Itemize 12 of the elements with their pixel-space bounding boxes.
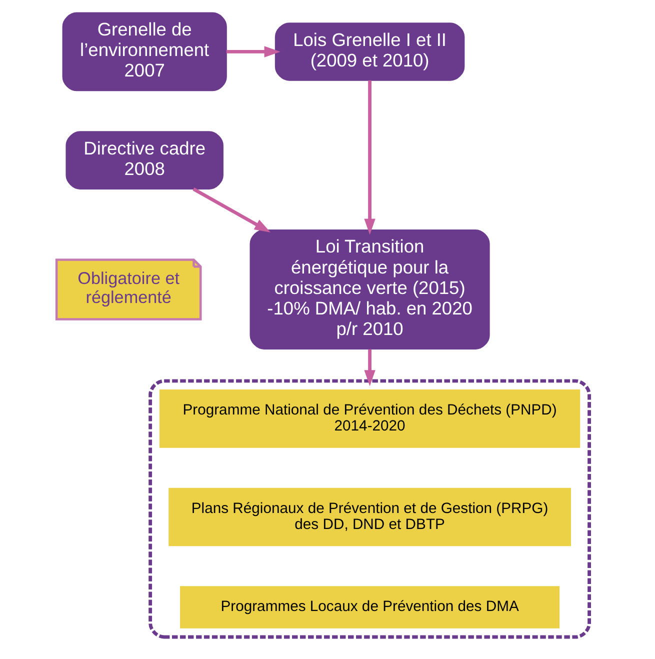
node-box: Grenelle de l’environnement 2007 <box>62 12 227 92</box>
node-box: Programmes Locaux de Prévention des DMA <box>180 586 560 628</box>
arrow <box>192 188 271 232</box>
arrow <box>364 80 376 235</box>
node-box: Lois Grenelle I et II (2009 et 2010) <box>274 22 465 81</box>
cluster <box>148 379 591 639</box>
node-box: Loi Transition énergétique pour la croissance verte (2015) -10% DMA/ hab. en 2020 p/r 2010 <box>250 229 490 350</box>
arrow <box>364 349 376 386</box>
node-box: Programme National de Prévention des Déchets (PNPD) 2014-2020 <box>159 390 580 448</box>
node-box: Directive cadre 2008 <box>66 131 224 190</box>
node-box: Plans Régionaux de Prévention et de Gestion (PRPG) des DD, DND et DBTP <box>168 488 571 546</box>
arrow <box>226 46 280 58</box>
